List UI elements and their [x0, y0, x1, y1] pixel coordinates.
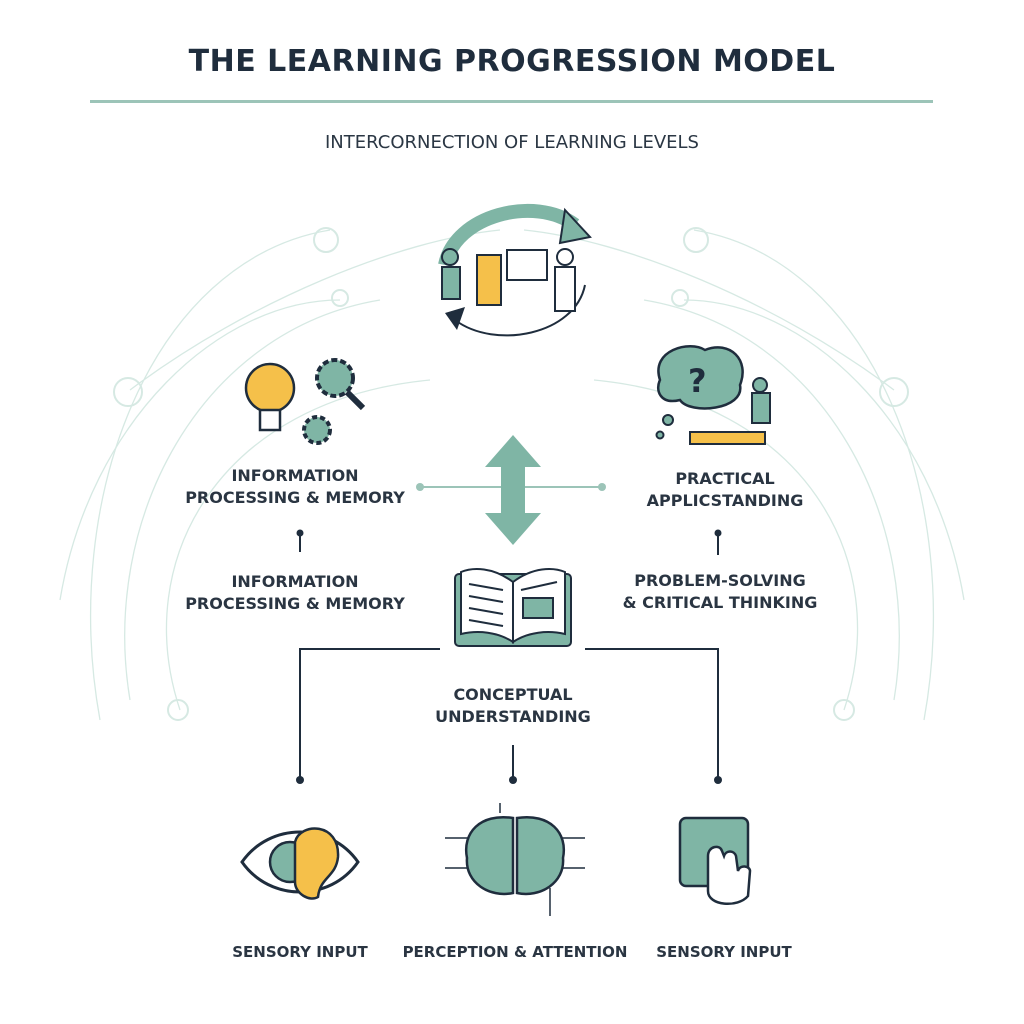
double-arrow-icon — [485, 435, 541, 545]
node-label-line: APPLICSTANDING — [646, 491, 804, 510]
svg-text:?: ? — [688, 362, 707, 400]
node-sensory-input-left: SENSORY INPUT — [232, 943, 368, 961]
node-info-processing-top: INFORMATION PROCESSING & MEMORY — [180, 465, 410, 509]
node-problem-solving: PROBLEM-SOLVING & CRITICAL THINKING — [605, 570, 835, 614]
open-book-icon — [454, 568, 572, 647]
node-perception-attention: PERCEPTION & ATTENTION — [402, 943, 628, 961]
node-label-line: PRACTICAL — [675, 469, 775, 488]
node-label-line: INFORMATION — [231, 572, 359, 591]
cycle-teaching-icon — [438, 204, 592, 342]
lightbulb-gears-icon — [244, 358, 366, 445]
title-divider — [90, 100, 933, 103]
node-sensory-input-right: SENSORY INPUT — [656, 943, 792, 961]
subtitle: INTERCORNECTION OF LEARNING LEVELS — [325, 132, 699, 153]
node-label-line: INFORMATION — [231, 466, 359, 485]
thinking-person-icon: ? — [655, 345, 771, 445]
node-label-line: PROBLEM-SOLVING — [634, 571, 806, 590]
node-label-line: PROCESSING & MEMORY — [185, 594, 405, 613]
node-label-line: CONCEPTUAL — [453, 685, 573, 704]
page-title: THE LEARNING PROGRESSION MODEL — [188, 44, 836, 79]
brain-icon — [445, 803, 585, 916]
node-practical-application: PRACTICAL APPLICSTANDING — [610, 468, 840, 512]
node-label-line: PROCESSING & MEMORY — [185, 488, 405, 507]
node-conceptual-understanding: CONCEPTUAL UNDERSTANDING — [398, 684, 628, 728]
eye-ear-icon — [240, 827, 360, 900]
node-info-processing-mid: INFORMATION PROCESSING & MEMORY — [180, 571, 410, 615]
node-label-line: & CRITICAL THINKING — [622, 593, 818, 612]
node-label-line: UNDERSTANDING — [435, 707, 591, 726]
touch-screen-icon — [678, 816, 752, 905]
